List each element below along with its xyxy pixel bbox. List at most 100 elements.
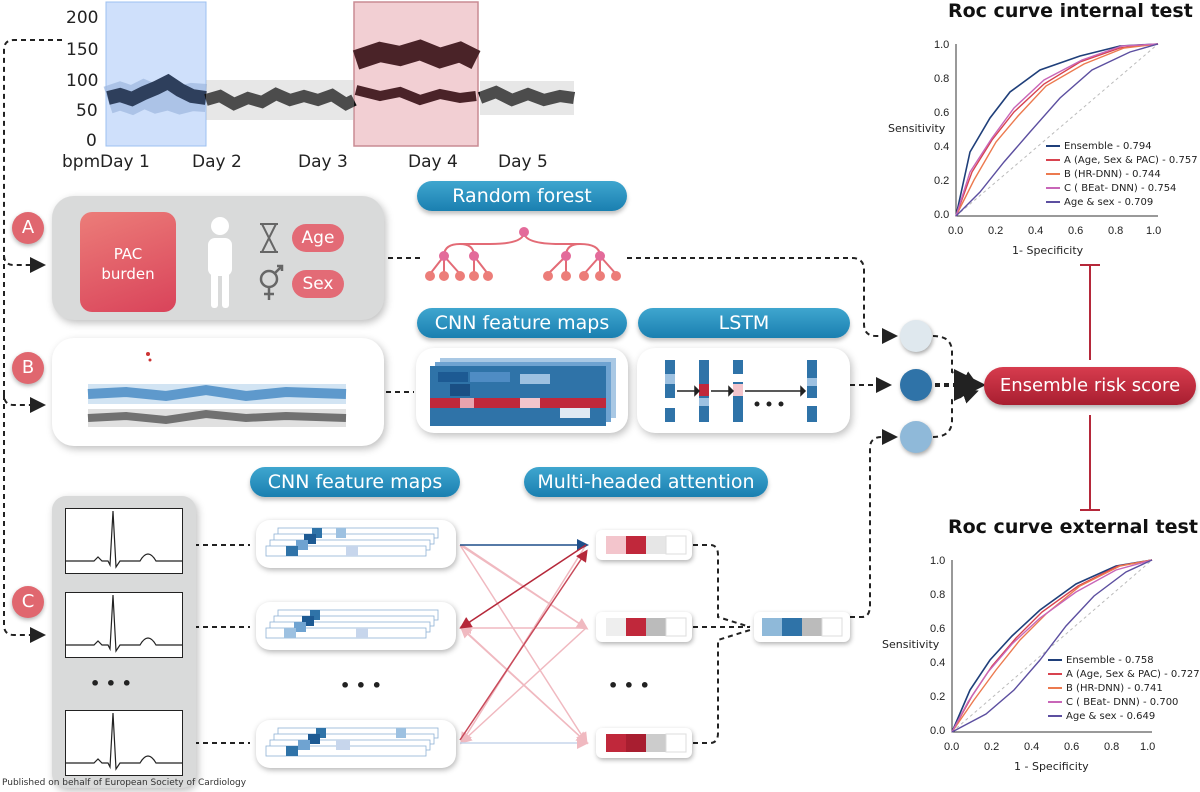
roc-int-y-tick-1.0: 1.0 [934, 39, 949, 51]
pac-burden-box: PAC burden [80, 212, 176, 312]
day-3-label: Day 3 [298, 152, 348, 172]
attention-head-3 [596, 728, 692, 758]
roc-ext-x-tick-0.6: 0.6 [1064, 741, 1079, 753]
roc-ext-y-tick-1.0: 1.0 [930, 555, 945, 567]
node-a-output [900, 320, 932, 352]
day-4-label: Day 4 [408, 152, 458, 172]
ecg-beat-3 [65, 710, 183, 776]
roc-ext-x-tick-1.0: 1.0 [1140, 741, 1155, 753]
legend-item: Age & sex - 0.709 [1046, 196, 1196, 210]
roc-ext-x-tick-0.8: 0.8 [1104, 741, 1119, 753]
legend-swatch [1048, 659, 1062, 661]
legend-label: B (HR-DNN) - 0.744 [1064, 169, 1161, 180]
cnn-feature-maps-pill-b: CNN feature maps [417, 308, 627, 338]
legend-swatch [1048, 715, 1062, 717]
roc-int-y-tick-0.4: 0.4 [934, 141, 949, 153]
roc-external-legend: Ensemble - 0.758 A (Age, Sex & PAC) - 0.… [1048, 654, 1200, 724]
roc-internal-chart: 1.0 0.8 0.6 0.4 0.2 0.0 0.0 0.2 0.4 0.6 … [934, 39, 1161, 237]
gender-icon [259, 264, 284, 300]
legend-item: A (Age, Sex & PAC) - 0.727 [1048, 668, 1200, 682]
roc-int-x-tick-0.8: 0.8 [1108, 225, 1123, 237]
legend-item: Ensemble - 0.758 [1048, 654, 1198, 668]
sex-tag: Sex [292, 270, 344, 298]
legend-label: A (Age, Sex & PAC) - 0.757 [1064, 155, 1198, 166]
node-b-output [900, 369, 932, 401]
attention-ellipsis: • • • [608, 676, 650, 695]
roc-ext-y-tick-0.0: 0.0 [930, 725, 945, 737]
attention-head-2 [596, 612, 692, 642]
panel-c-ecg-beats: • • • [52, 496, 196, 788]
roc-internal-xlabel: 1- Specificity [1012, 244, 1084, 257]
roc-external-xlabel: 1 - Specificity [1014, 760, 1089, 773]
legend-label: B (HR-DNN) - 0.741 [1066, 683, 1163, 694]
y-tick-50: 50 [76, 101, 98, 121]
legend-swatch [1046, 201, 1060, 203]
node-c-output [900, 421, 932, 453]
day-2-label: Day 2 [192, 152, 242, 172]
legend-item: A (Age, Sex & PAC) - 0.757 [1046, 154, 1198, 168]
lstm-pill: LSTM [638, 308, 850, 338]
legend-swatch [1048, 701, 1062, 703]
roc-int-x-tick-0.0: 0.0 [948, 225, 963, 237]
badge-a: A [12, 212, 44, 244]
feature-map-ellipsis: • • • [340, 676, 382, 695]
panel-b-cnn-maps [416, 348, 628, 433]
ecg-ellipsis: • • • [90, 674, 132, 693]
panel-a-clinical: PAC burden Age Sex [52, 196, 384, 320]
y-tick-0: 0 [86, 131, 97, 151]
multi-headed-attention-pill: Multi-headed attention [524, 467, 768, 497]
random-forest-pill: Random forest [417, 181, 627, 211]
roc-int-x-tick-0.2: 0.2 [988, 225, 1003, 237]
roc-ext-y-tick-0.8: 0.8 [930, 589, 945, 601]
roc-ext-x-tick-0.4: 0.4 [1024, 741, 1039, 753]
day-5-label: Day 5 [498, 152, 548, 172]
pooled-attention-vector [754, 612, 850, 642]
random-forest-tree-icon [425, 227, 621, 281]
roc-int-y-tick-0.0: 0.0 [934, 209, 949, 221]
legend-item: B (HR-DNN) - 0.741 [1048, 682, 1198, 696]
legend-item: Age & sex - 0.649 [1048, 710, 1198, 724]
badge-c: C [12, 586, 44, 618]
roc-ext-y-tick-0.2: 0.2 [930, 691, 945, 703]
panel-b-heart-rate [52, 338, 384, 446]
legend-item: C ( BEat- DNN) - 0.754 [1046, 182, 1196, 196]
legend-swatch [1046, 159, 1060, 161]
age-tag: Age [292, 224, 344, 252]
legend-swatch [1046, 187, 1060, 189]
roc-internal-title: Roc curve internal test [948, 0, 1193, 22]
legend-label: Ensemble - 0.758 [1066, 655, 1154, 666]
hourglass-icon [260, 223, 278, 253]
roc-ext-x-tick-0.0: 0.0 [944, 741, 959, 753]
heart-rate-trace [103, 1, 575, 147]
y-tick-100: 100 [66, 71, 99, 91]
beat-feature-map-1 [256, 520, 456, 568]
y-tick-200: 200 [66, 8, 99, 28]
roc-internal-ylabel: Sensitivity [888, 122, 946, 135]
roc-external-chart: 1.0 0.8 0.6 0.4 0.2 0.0 0.0 0.2 0.4 0.6 … [930, 555, 1155, 753]
day-1-label: Day 1 [100, 152, 150, 172]
ecg-beat-1 [65, 508, 183, 574]
legend-label: A (Age, Sex & PAC) - 0.727 [1066, 669, 1200, 680]
panel-b-lstm [637, 348, 850, 433]
roc-int-x-tick-1.0: 1.0 [1146, 225, 1161, 237]
heart-rate-plot: 200 150 100 50 0 bpm Day 1 Day 2 Day 3 D… [0, 0, 580, 175]
pac-burden-label: PAC burden [101, 245, 155, 283]
y-tick-150: 150 [66, 40, 99, 60]
legend-swatch [1048, 687, 1062, 689]
legend-label: Ensemble - 0.794 [1064, 141, 1152, 152]
legend-label: Age & sex - 0.649 [1066, 711, 1156, 722]
beat-feature-map-3 [256, 720, 456, 768]
lstm-diagram [665, 360, 817, 422]
ensemble-risk-score-pill: Ensemble risk score [984, 367, 1196, 405]
roc-internal-legend: Ensemble - 0.794 A (Age, Sex & PAC) - 0.… [1046, 140, 1198, 210]
cnn-heatmap [430, 358, 616, 426]
legend-item: C ( BEat- DNN) - 0.700 [1048, 696, 1198, 710]
roc-external-ylabel: Sensitivity [882, 638, 940, 651]
roc-ext-y-tick-0.4: 0.4 [930, 657, 945, 669]
footer-credit: Published on behalf of European Society … [2, 778, 247, 788]
legend-item: Ensemble - 0.794 [1046, 140, 1196, 154]
legend-swatch [1046, 145, 1060, 147]
attention-head-1 [596, 530, 692, 560]
cnn-feature-maps-pill-c: CNN feature maps [250, 467, 460, 497]
legend-label: C ( BEat- DNN) - 0.754 [1064, 183, 1177, 194]
